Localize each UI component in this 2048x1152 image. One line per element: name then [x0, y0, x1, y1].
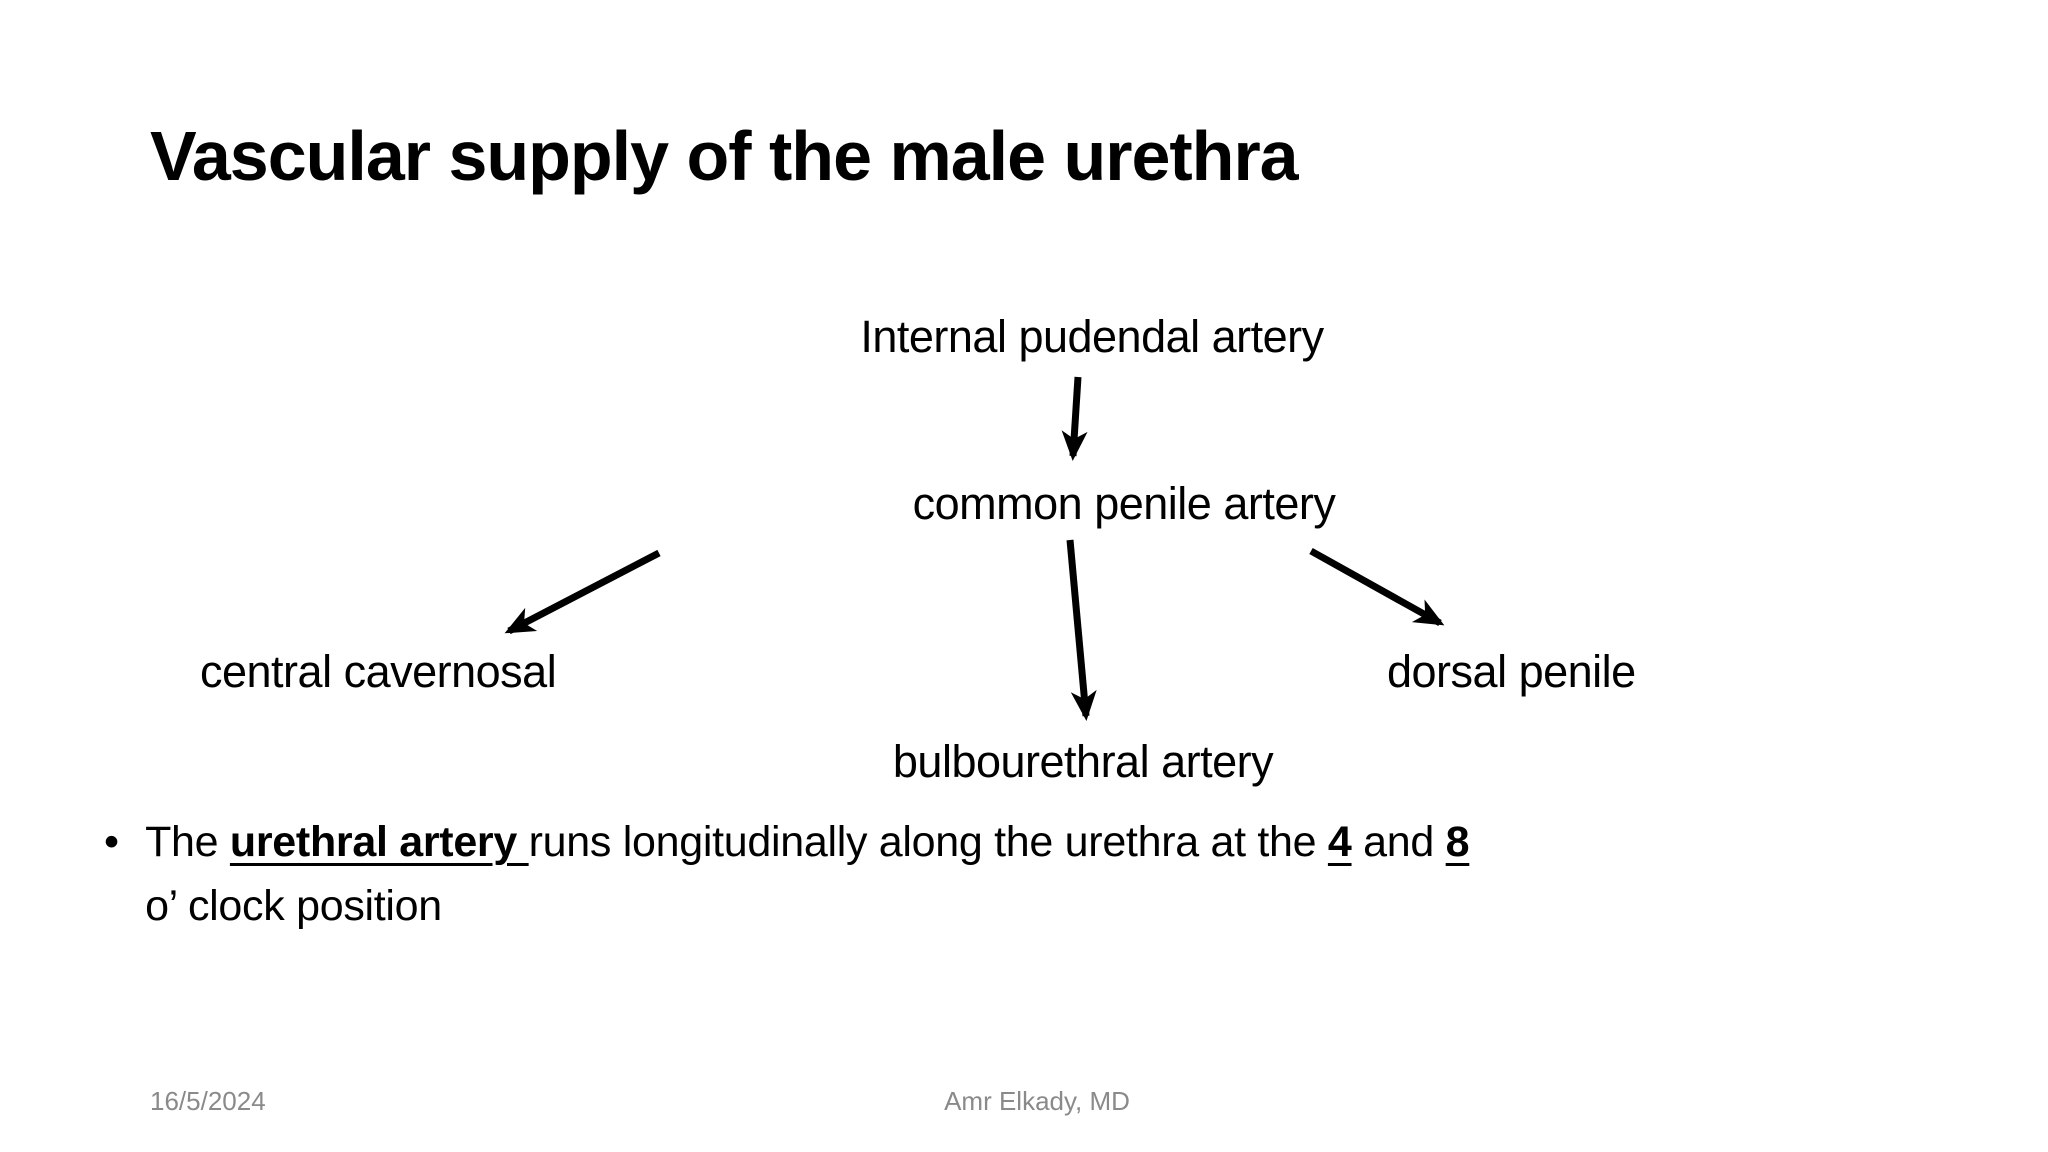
arrow-common-to-central-cavernosal — [504, 549, 661, 635]
bullet-text-eight: 8 — [1445, 818, 1470, 866]
footer-author: Amr Elkady, MD — [944, 1086, 1130, 1116]
node-bulbourethral-artery: bulbourethral artery — [892, 736, 1274, 787]
bullet-text-and: and — [1351, 818, 1446, 866]
arrow-common-to-dorsal-penile — [1309, 547, 1445, 627]
node-central-cavernosal: central cavernosal — [200, 646, 557, 697]
node-internal-pudendal-artery: Internal pudendal artery — [860, 311, 1324, 362]
bullet-text-the: The — [145, 818, 230, 866]
bullet-text-four: 4 — [1327, 818, 1352, 866]
node-dorsal-penile: dorsal penile — [1387, 646, 1636, 697]
footer-date: 16/5/2024 — [150, 1086, 266, 1116]
bullet-text-urethral-artery: urethral artery — [229, 818, 529, 866]
bullet-text: The urethral artery runs longitudinally … — [145, 810, 1470, 938]
bullet-glyph: • — [104, 818, 120, 866]
bullet-item: • The urethral artery runs longitudinall… — [104, 810, 1944, 938]
bullet-text-middle: runs longitudinally along the urethra at… — [528, 818, 1328, 866]
bullet-text-line2: o’ clock position — [145, 882, 442, 930]
slide-title: Vascular supply of the male urethra — [150, 117, 1299, 195]
arrow-pudendal-to-common — [1061, 376, 1088, 461]
node-common-penile-artery: common penile artery — [912, 478, 1336, 529]
arrow-common-to-bulbourethral — [1066, 539, 1097, 721]
